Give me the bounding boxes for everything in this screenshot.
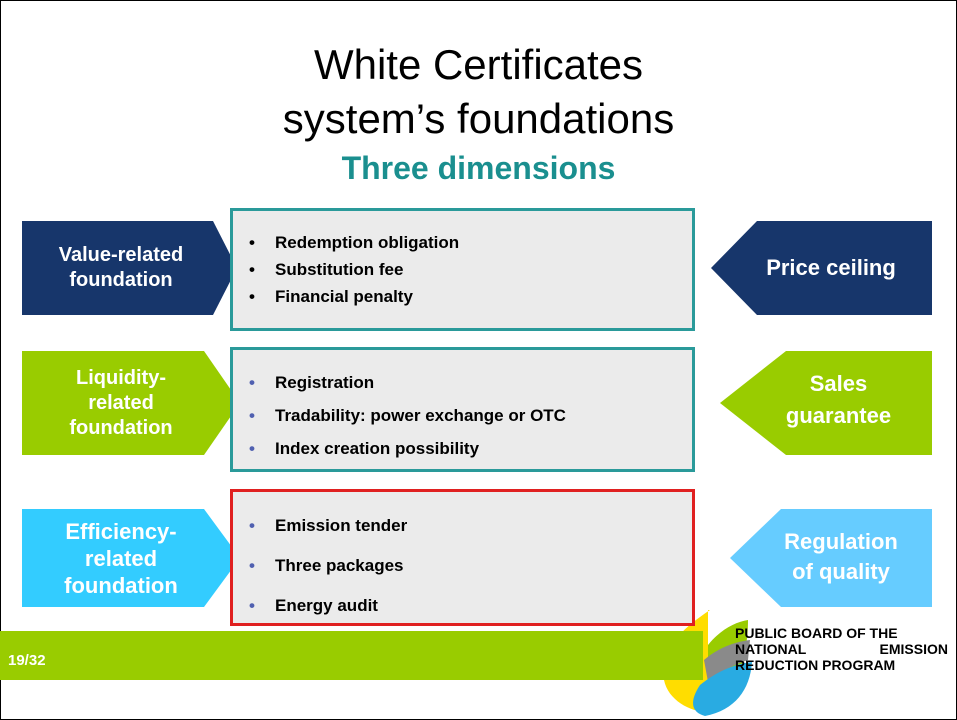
bullet-icon: • xyxy=(249,260,255,279)
bullet-icon: • xyxy=(249,439,255,458)
footer-bar xyxy=(0,631,703,680)
value-items-box: •Redemption obligation •Substitution fee… xyxy=(230,208,695,331)
list-item: •Registration xyxy=(233,366,692,399)
bullet-icon: • xyxy=(249,596,255,615)
list-item: •Redemption obligation xyxy=(233,229,692,256)
efficiency-items-box: •Emission tender •Three packages •Energy… xyxy=(230,489,695,626)
liquidity-items-box: •Registration •Tradability: power exchan… xyxy=(230,347,695,472)
list-item: •Financial penalty xyxy=(233,283,692,310)
page-number: 19/32 xyxy=(8,652,46,669)
list-item: •Substitution fee xyxy=(233,256,692,283)
bullet-icon: • xyxy=(249,233,255,252)
bullet-icon: • xyxy=(249,556,255,575)
liquidity-related-arrow xyxy=(22,351,240,455)
list-item: •Three packages xyxy=(233,546,692,586)
bullet-icon: • xyxy=(249,516,255,535)
efficiency-related-arrow xyxy=(22,509,240,607)
regulation-quality-arrow xyxy=(730,509,932,607)
price-ceiling-label: Price ceiling xyxy=(766,255,896,280)
list-item: •Emission tender xyxy=(233,506,692,546)
list-item: •Energy audit xyxy=(233,586,692,626)
price-ceiling-arrow xyxy=(711,221,932,315)
slide-title-line1: White Certificates xyxy=(313,41,644,88)
slide-subtitle: Three dimensions xyxy=(341,150,616,186)
slide-title-line2: system’s foundations xyxy=(282,95,675,142)
list-item: •Tradability: power exchange or OTC xyxy=(233,399,692,432)
bullet-icon: • xyxy=(249,373,255,392)
sales-guarantee-arrow xyxy=(720,351,932,455)
bullet-icon: • xyxy=(249,287,255,306)
list-item: •Index creation possibility xyxy=(233,432,692,465)
value-related-arrow xyxy=(22,221,237,315)
bullet-icon: • xyxy=(249,406,255,425)
